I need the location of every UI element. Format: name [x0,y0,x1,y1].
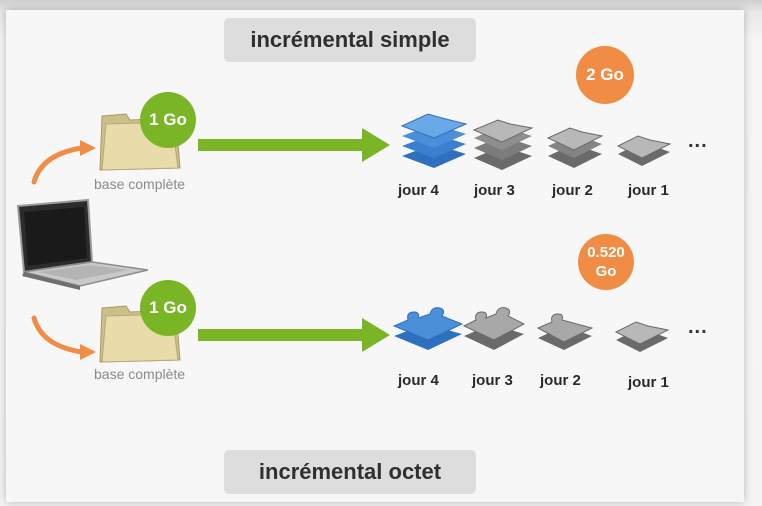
laptop-icon [16,198,149,290]
day-label-bottom-4: jour 1 [628,374,669,391]
day-label-bottom-2: jour 3 [472,372,513,389]
source-label-bottom: base complète [94,366,186,382]
total-badge-bottom-line1: 0.520 [587,244,625,261]
puzzle-file-icon [462,307,526,350]
puzzle-file-icon [536,313,594,350]
more-indicator-bottom: ... [688,316,708,338]
size-badge-bottom: 1 Go [140,280,196,336]
more-indicator-top: ... [688,130,708,152]
file-stack-icon [546,127,604,168]
title-incremental-octet: incrémental octet [224,450,476,494]
title-incremental-simple: incrémental simple [224,18,476,62]
total-badge-bottom: 0.520 Go [578,234,634,290]
arrow-right-icon [198,318,390,352]
file-stack-icon [400,113,468,168]
day-label-top-4: jour 1 [628,182,669,199]
source-label-top: base complète [94,176,186,192]
puzzle-file-icon [392,307,464,350]
day-label-top-1: jour 4 [398,182,439,199]
day-label-bottom-3: jour 2 [540,372,581,389]
total-badge-bottom-line2: Go [595,263,617,280]
day-label-top-2: jour 3 [474,182,515,199]
curved-arrow-icon [31,140,96,185]
day-label-bottom-1: jour 4 [398,372,439,389]
day-label-top-3: jour 2 [552,182,593,199]
file-stack-icon [472,119,534,170]
arrow-right-icon [198,128,390,162]
size-badge-top: 1 Go [140,92,196,148]
total-badge-top: 2 Go [576,46,634,104]
curved-arrow-icon [31,315,96,360]
file-icon [614,321,670,352]
file-icon [616,135,672,166]
